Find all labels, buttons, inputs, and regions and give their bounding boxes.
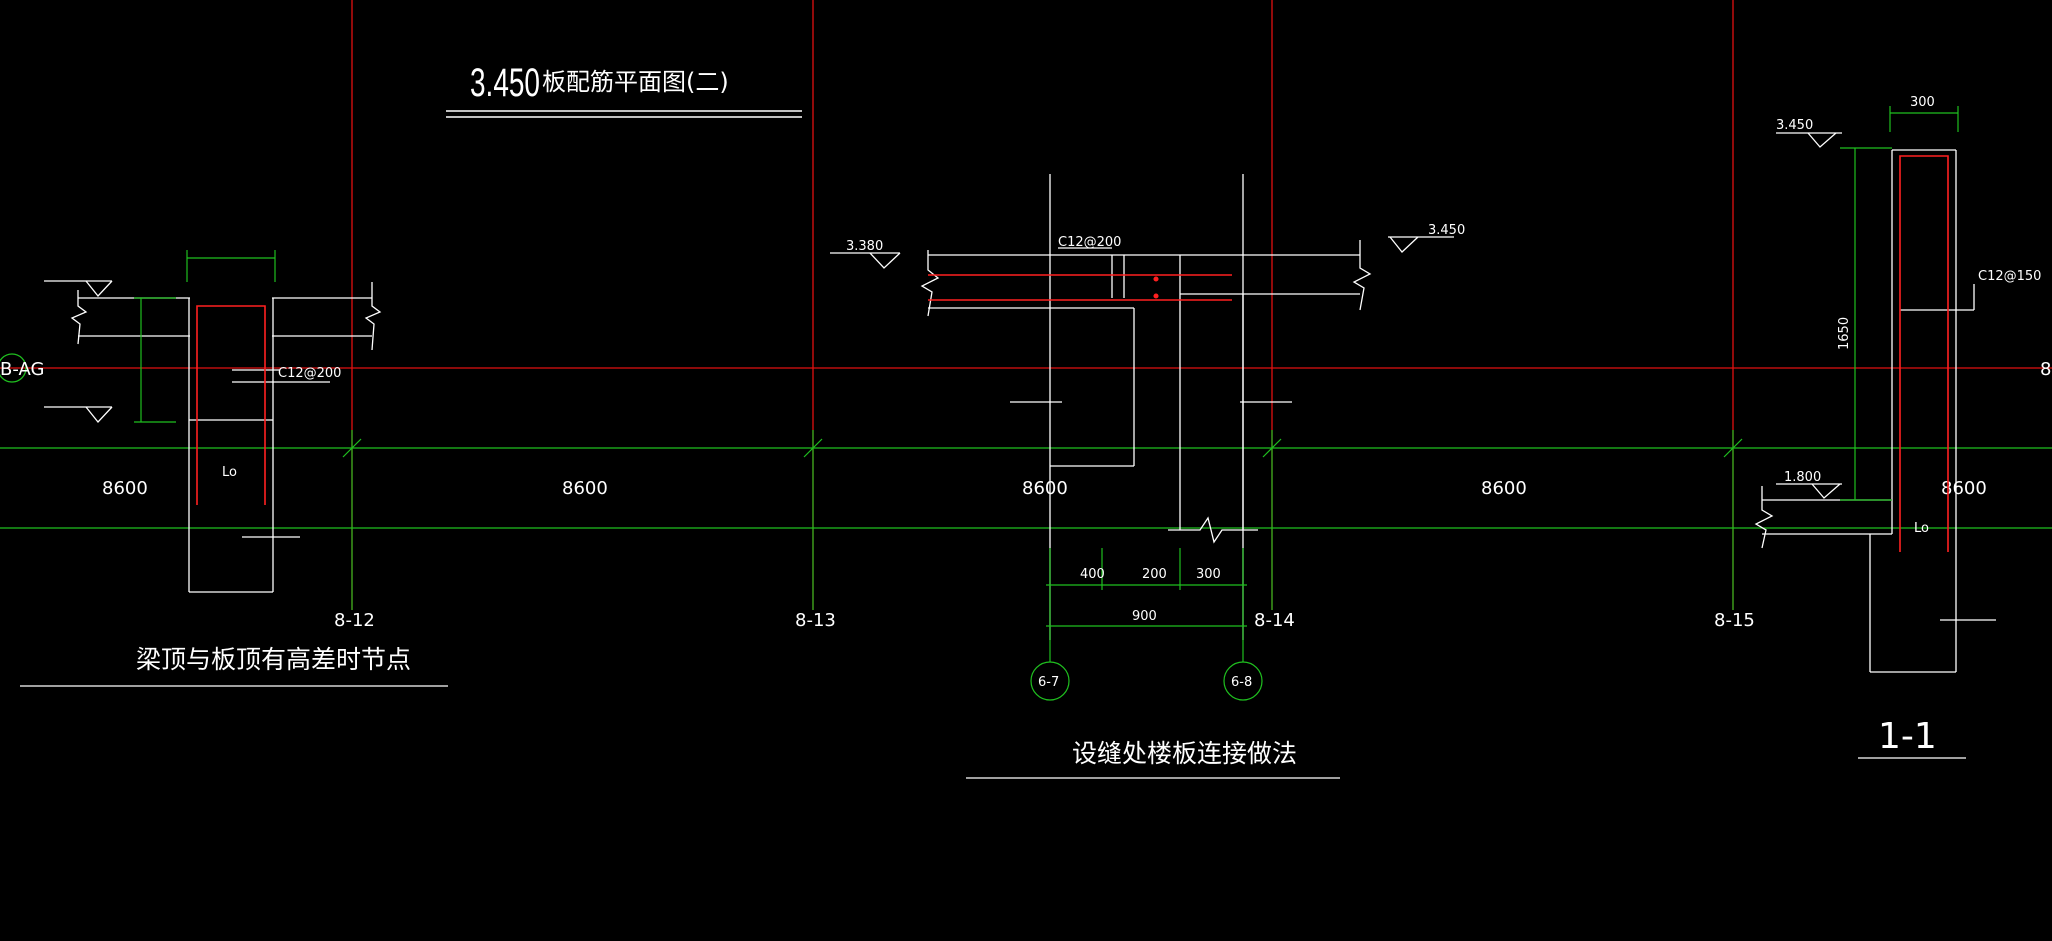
grid-row-label: B-AG — [0, 359, 44, 380]
right-detail-elev-top: 3.450 — [1776, 118, 1813, 133]
middle-detail-dim: 200 — [1142, 567, 1167, 582]
left-detail — [44, 280, 382, 593]
right-detail-rebar-label: C12@150 — [1978, 269, 2041, 284]
middle-detail-title: 设缝处楼板连接做法 — [1072, 739, 1297, 768]
span-dim: 8600 — [562, 478, 608, 499]
plan-title-elevation: 3.450 — [470, 61, 540, 105]
span-dim: 8600 — [1481, 478, 1527, 499]
middle-detail-rebar-label: C12@200 — [1058, 235, 1121, 250]
plan-title: 3.450 板配筋平面图(二) — [446, 61, 802, 118]
red-axis-lines — [0, 0, 2052, 610]
grid-row-label-right: 8 — [2040, 359, 2051, 380]
right-detail-title: 1-1 — [1878, 716, 1937, 757]
right-detail-anchorage-label: Lo — [1914, 521, 1929, 536]
middle-detail-elev-left: 3.380 — [846, 239, 883, 254]
grid-label-8-12: 8-12 — [334, 610, 375, 631]
plan-title-text: 板配筋平面图(二) — [542, 68, 729, 96]
middle-detail-total: 900 — [1132, 609, 1157, 624]
middle-detail-rebar — [928, 274, 1232, 301]
span-dim: 8600 — [1941, 478, 1987, 499]
left-detail-rebar-label: C12@200 — [278, 366, 341, 381]
grid-label-8-15: 8-15 — [1714, 610, 1755, 631]
middle-detail-dim: 400 — [1080, 567, 1105, 582]
right-detail-height: 1650 — [1837, 317, 1852, 350]
middle-detail-green-dims — [1030, 548, 1263, 701]
middle-detail-axis-right: 6-8 — [1231, 675, 1252, 690]
middle-detail-elev-right: 3.450 — [1428, 223, 1465, 238]
middle-detail — [830, 174, 1454, 640]
right-detail-rebar — [1899, 155, 1949, 552]
left-detail-title: 梁顶与板顶有高差时节点 — [136, 645, 411, 674]
left-detail-green-dims — [134, 250, 276, 423]
right-detail-width: 300 — [1910, 95, 1935, 110]
green-dimension-lines — [0, 430, 2052, 610]
right-detail-green-dims — [1840, 106, 1959, 501]
span-dim: 8600 — [1022, 478, 1068, 499]
grid-label-8-13: 8-13 — [795, 610, 836, 631]
middle-detail-axis-left: 6-7 — [1038, 675, 1059, 690]
grid-row-bubble — [0, 353, 27, 383]
right-detail-elev-low: 1.800 — [1784, 470, 1821, 485]
grid-label-8-14: 8-14 — [1254, 610, 1295, 631]
left-detail-anchorage-label: Lo — [222, 465, 237, 480]
left-detail-rebar — [196, 305, 266, 505]
middle-detail-dim: 300 — [1196, 567, 1221, 582]
span-dim: 8600 — [102, 478, 148, 499]
right-detail — [1754, 132, 1996, 673]
